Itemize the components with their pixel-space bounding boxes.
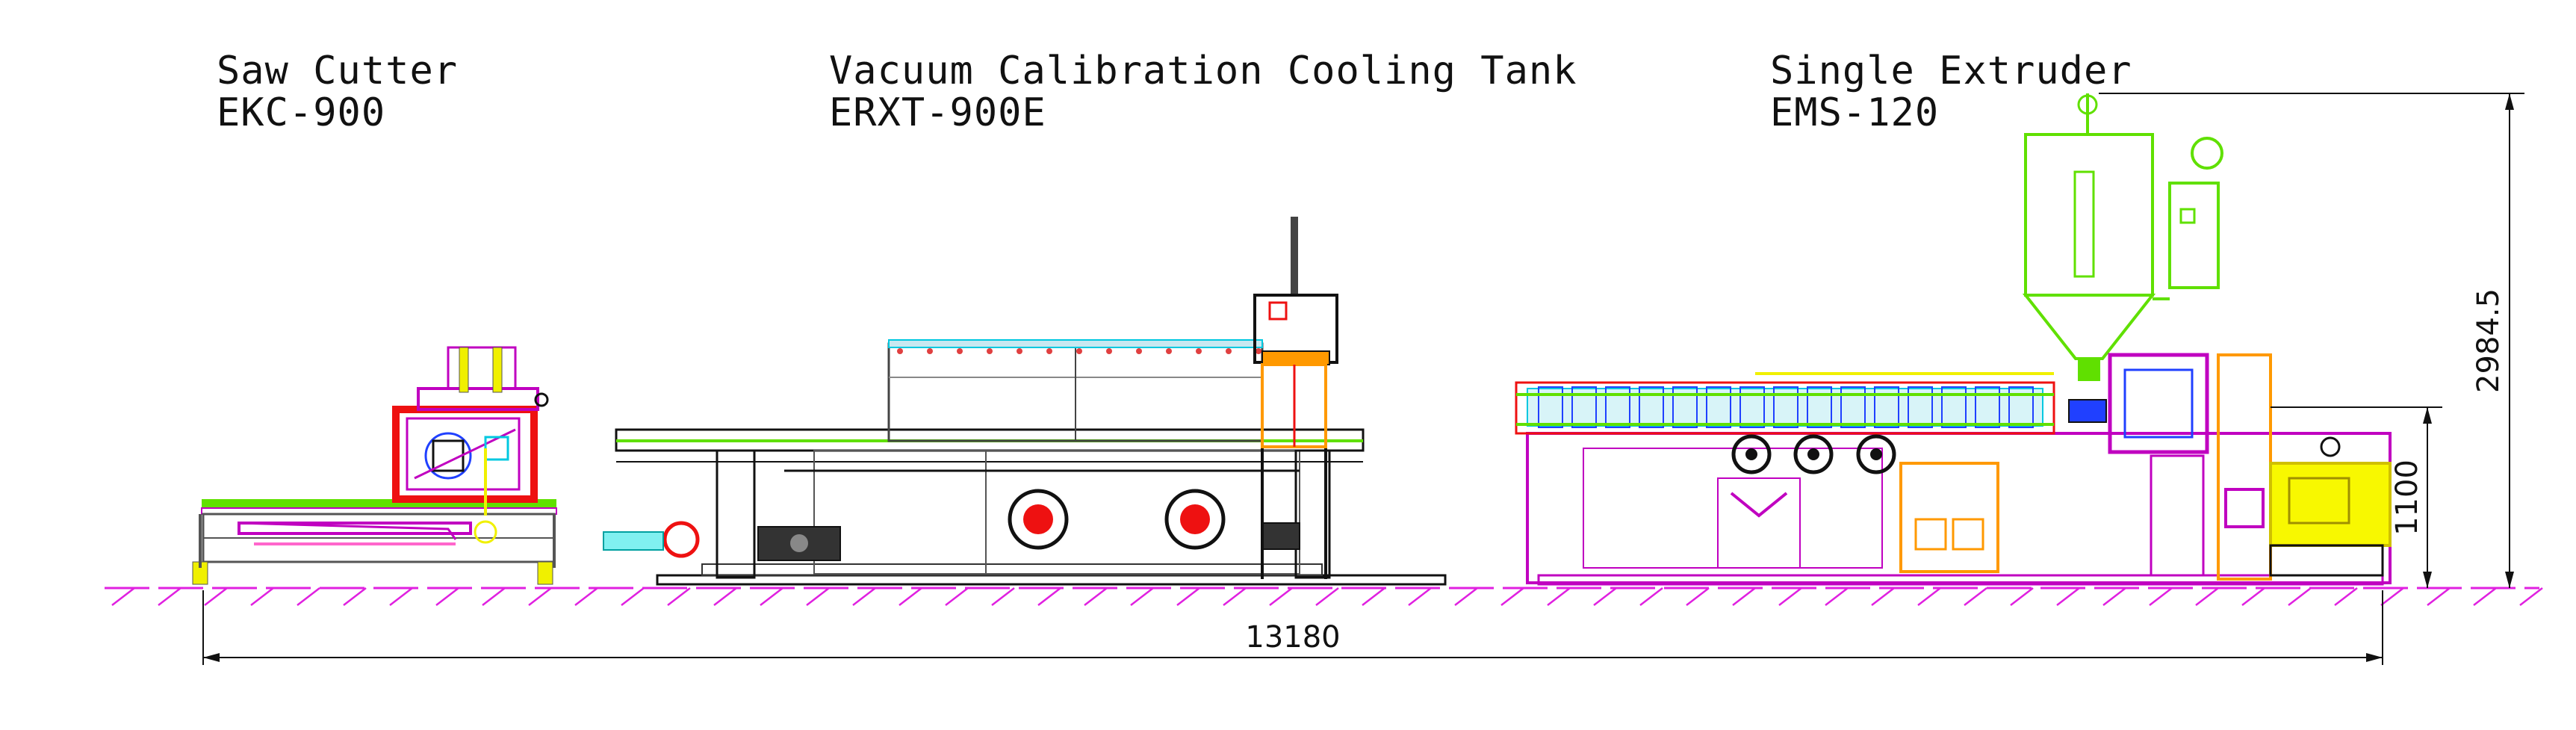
center-height-value: 1100: [2390, 460, 2424, 536]
total-height-dimension: 2984.5: [2099, 93, 2524, 588]
overall-length-value: 13180: [1245, 620, 1340, 655]
cooling-tank-title: Vacuum Calibration Cooling Tank: [829, 49, 1577, 93]
extruder-title: Single Extruder: [1770, 49, 2132, 93]
overall-length-dimension: 13180: [202, 590, 2383, 665]
center-height-dimension: 1100: [2271, 406, 2442, 588]
extruder-model: EMS-120: [1770, 90, 1939, 135]
saw-cutter-machine: [192, 346, 557, 585]
cooling-tank-machine: [603, 217, 1447, 586]
total-height-value: 2984.5: [2471, 288, 2506, 393]
cooling-tank-model: ERXT-900E: [829, 90, 1046, 135]
saw-cutter-model: EKC-900: [217, 90, 385, 135]
ground-line: [105, 587, 2543, 606]
saw-cutter-title: Saw Cutter: [217, 49, 458, 93]
extruder-machine: [1515, 93, 2392, 586]
